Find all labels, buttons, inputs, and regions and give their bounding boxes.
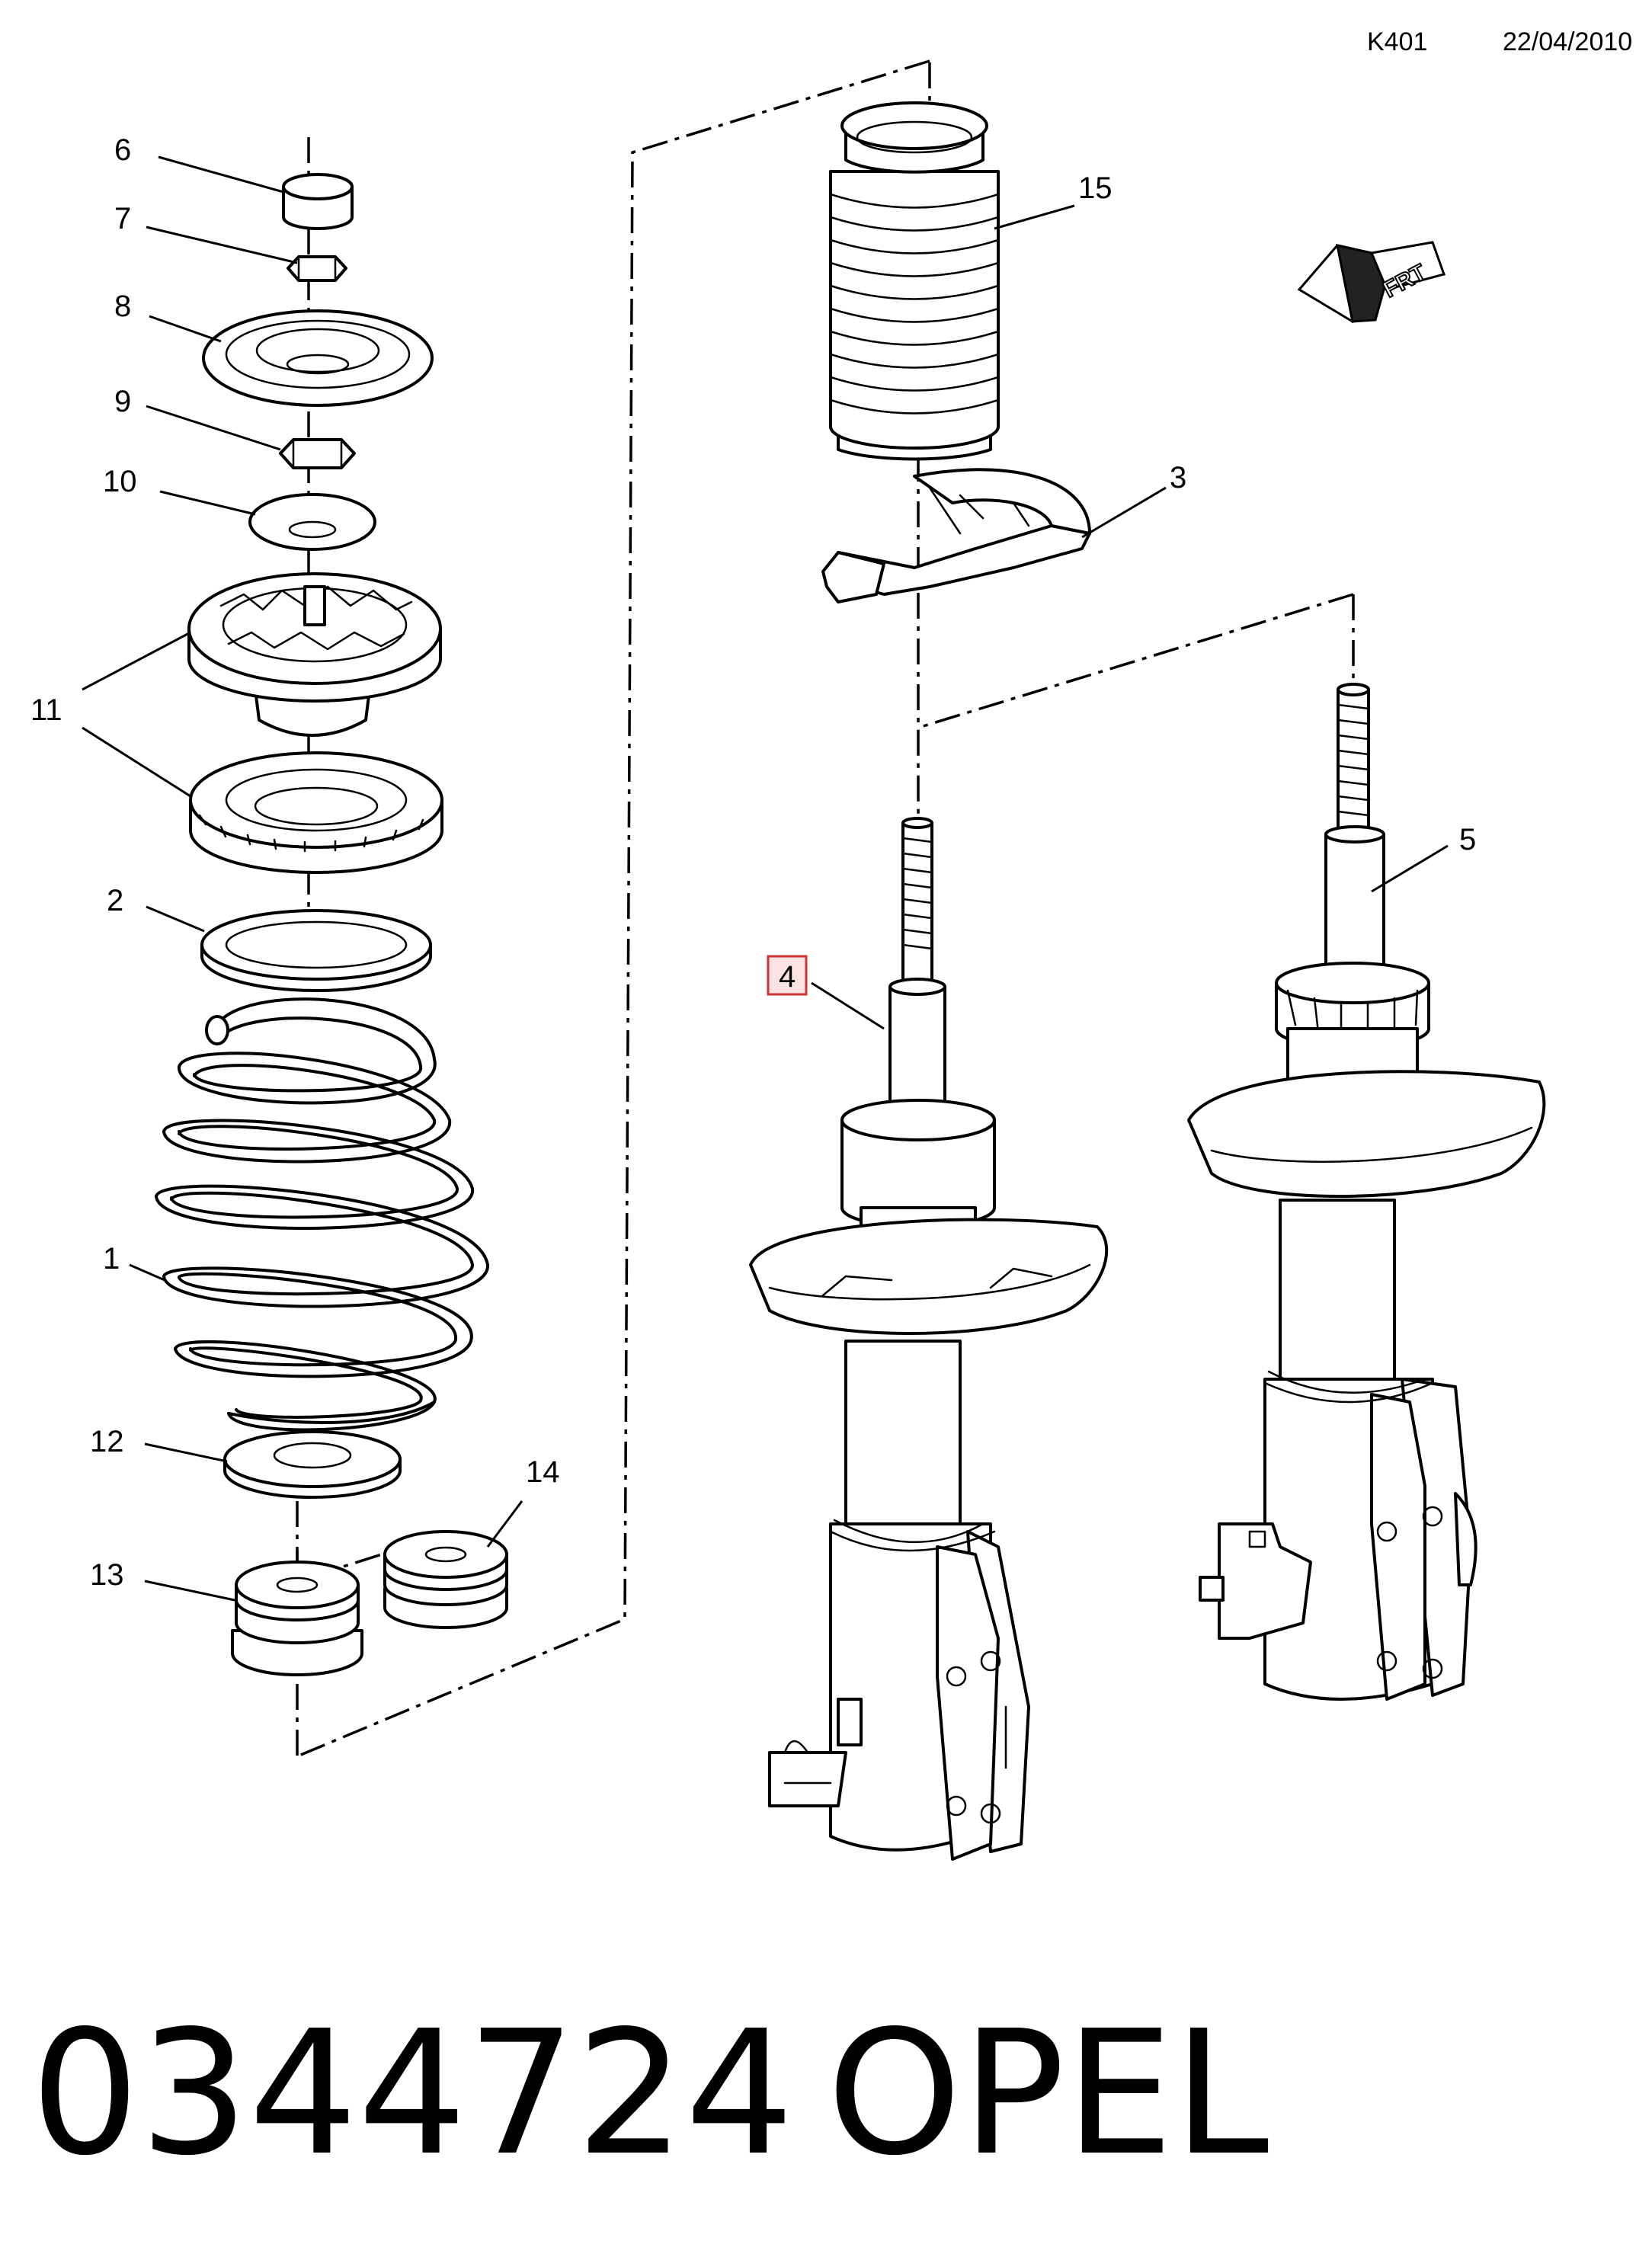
part-12-lower-isolator — [223, 1430, 402, 1499]
callout-7: 7 — [114, 202, 131, 235]
callout-15: 15 — [1078, 171, 1113, 205]
part-11-strut-mount — [187, 572, 442, 737]
front-direction-arrow-icon: FRT — [1297, 241, 1446, 324]
callout-3: 3 — [1170, 461, 1186, 495]
callout-13: 13 — [90, 1558, 124, 1592]
part-5-strut — [1187, 683, 1546, 1701]
callout-9: 9 — [114, 385, 131, 418]
part-number: 0344724 — [30, 1994, 794, 2194]
callout-4-highlight-box — [767, 955, 808, 996]
part-9-nut — [279, 438, 356, 469]
part-15-dust-boot — [829, 101, 1000, 461]
assembly-dash-lines — [296, 59, 1355, 1758]
callout-1: 1 — [103, 1242, 120, 1276]
part-2-spring-seat — [200, 909, 432, 992]
callout-labels: 6 7 8 9 10 11 2 1 12 13 14 15 3 4 5 — [30, 133, 1476, 1592]
part-8-mount-plate — [202, 309, 434, 407]
callout-8: 8 — [114, 290, 131, 323]
diagram-date: 22/04/2010 — [1503, 27, 1632, 56]
brand-name: OPEL — [827, 1994, 1269, 2194]
callout-6: 6 — [114, 133, 131, 167]
part-13-bump-stop — [231, 1561, 363, 1676]
part-10-washer — [248, 493, 376, 551]
part-11-bearing — [189, 751, 443, 874]
part-6-cap — [282, 173, 354, 230]
callout-12: 12 — [90, 1425, 124, 1458]
callout-5: 5 — [1459, 823, 1476, 856]
part-3-bracket — [821, 468, 1091, 603]
callout-4: 4 — [779, 960, 796, 994]
callout-11: 11 — [30, 693, 62, 727]
leader-lines — [82, 155, 1449, 1602]
part-14-bump-stop — [383, 1530, 508, 1629]
diagram-code: K401 — [1367, 27, 1427, 56]
callout-2: 2 — [107, 884, 123, 917]
part-7-nut — [287, 255, 347, 282]
callout-10: 10 — [103, 465, 137, 498]
callout-14: 14 — [526, 1455, 560, 1489]
part-4-strut — [749, 817, 1109, 1861]
part-1-coil-spring — [155, 997, 490, 1432]
